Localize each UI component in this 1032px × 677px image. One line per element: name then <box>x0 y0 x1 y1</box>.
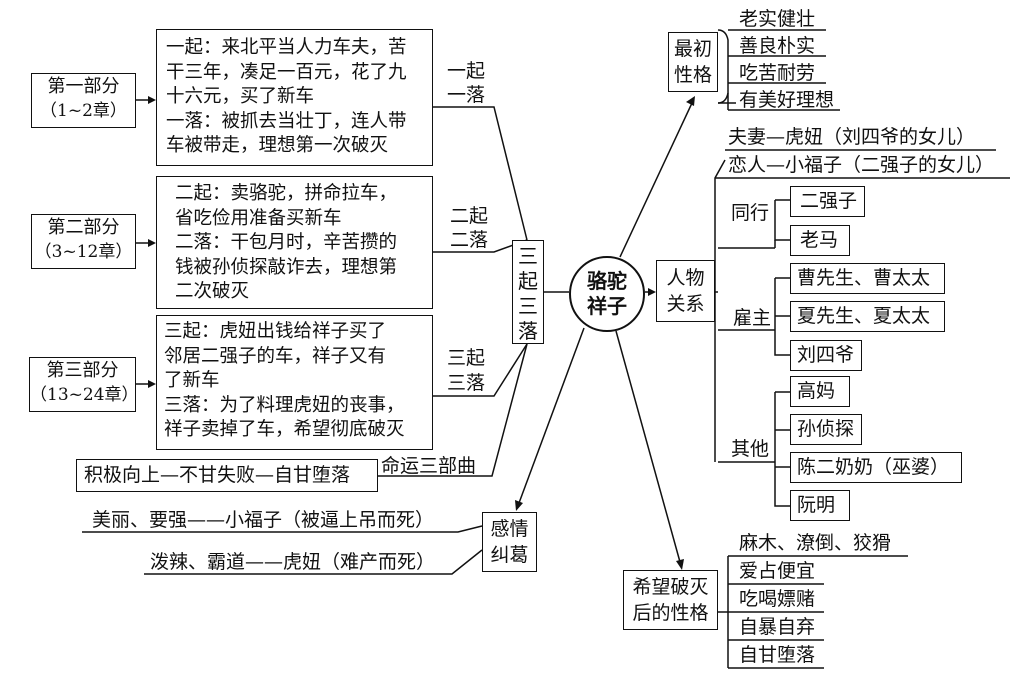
peers-label: 同行 <box>731 202 770 224</box>
emotion-item-xiaofuzi: 美丽、要强——小福子（被逼上吊而死） <box>92 509 435 531</box>
part-3-line: 了新车 <box>164 370 220 391</box>
part-3-line: 三起：虎妞出钱给祥子买了 <box>164 321 387 342</box>
after-trait: 爱占便宜 <box>739 560 816 582</box>
part-2-chapters: （3~12章） <box>34 242 133 262</box>
part-2-line: 二次破灭 <box>175 281 250 302</box>
part-3-line: 三落：为了料理虎妞的丧事， <box>164 394 405 416</box>
peer-box: 老马 <box>790 225 850 256</box>
part-2-line: 二落：干包月时，辛苦攒的 <box>175 232 398 253</box>
fate-box-text: 积极向上—不甘失败—自甘堕落 <box>84 464 351 486</box>
emotion-item-huniu: 泼辣、霸道——虎妞（难产而死） <box>150 551 436 573</box>
initial-trait: 有美好理想 <box>739 89 835 111</box>
part-1-label: 第一部分 （1~2章） <box>31 73 136 128</box>
part-1-rise-label: 一起 <box>447 60 486 82</box>
part-3-chapters: （13~24章） <box>30 385 139 405</box>
initial-character-label: 性格 <box>673 64 712 86</box>
other-name: 阮明 <box>797 494 836 516</box>
after-trait: 自甘堕落 <box>739 644 816 666</box>
part-1-detail: 一起：来北平当人力车夫，苦 干三年，凑足一百元，花了九 十六元，买了新车 一落：… <box>156 29 433 166</box>
emotion-box: 感情 纠葛 <box>482 512 537 572</box>
relation-wife: 夫妻—虎妞（刘四爷的女儿） <box>728 126 976 148</box>
employers-label: 雇主 <box>733 307 772 329</box>
initial-trait: 老实健壮 <box>739 8 816 30</box>
emotion-label: 感情 <box>490 518 529 540</box>
center-char: 起 <box>518 269 538 293</box>
part-3-fall-label: 三落 <box>447 372 486 394</box>
other-name: 高妈 <box>797 380 836 402</box>
part-2-line: 钱被孙侦探敲诈去，理想第 <box>175 256 398 278</box>
center-char: 落 <box>518 319 538 343</box>
employer-box: 刘四爷 <box>790 340 862 371</box>
employer-name: 曹先生、曹太太 <box>797 267 931 289</box>
after-character-label: 后的性格 <box>632 602 709 624</box>
others-label: 其他 <box>731 438 770 460</box>
center-char: 三 <box>518 244 538 268</box>
peer-name: 二强子 <box>800 190 858 212</box>
other-name: 陈二奶奶（巫婆） <box>797 456 950 478</box>
peer-name: 老马 <box>800 229 839 251</box>
initial-trait: 善良朴实 <box>739 35 816 57</box>
initial-trait: 吃苦耐劳 <box>739 62 816 84</box>
part-3-rise-label: 三起 <box>447 347 486 369</box>
other-box: 阮明 <box>790 490 850 521</box>
root-node: 骆驼 祥子 <box>569 256 645 332</box>
part-1-line: 一起：来北平当人力车夫，苦 <box>166 37 407 58</box>
part-1-line: 车被带走，理想第一次破灭 <box>166 135 389 156</box>
after-character-label: 希望破灭 <box>632 576 709 598</box>
employer-name: 夏先生、夏太太 <box>797 305 931 327</box>
part-2-fall-label: 二落 <box>450 229 489 251</box>
other-name: 孙侦探 <box>797 418 855 440</box>
employer-name: 刘四爷 <box>797 344 855 366</box>
after-character-box: 希望破灭 后的性格 <box>623 570 718 630</box>
part-2-title: 第二部分 <box>47 217 120 238</box>
fate-box: 积极向上—不甘失败—自甘堕落 <box>76 459 378 492</box>
part-2-line: 省吃俭用准备买新车 <box>175 207 342 229</box>
part-1-chapters: （1~2章） <box>40 101 127 121</box>
relationships-box: 人物 关系 <box>656 260 715 322</box>
part-1-line: 干三年，凑足一百元，花了九 <box>166 61 407 83</box>
peer-box: 二强子 <box>790 186 865 217</box>
part-1-title: 第一部分 <box>47 76 120 97</box>
other-box: 高妈 <box>790 376 850 407</box>
emotion-label: 纠葛 <box>490 544 529 566</box>
employer-box: 曹先生、曹太太 <box>790 263 945 294</box>
part-3-label: 第三部分 （13~24章） <box>29 357 139 412</box>
part-3-line: 祥子卖掉了车，希望彻底破灭 <box>164 419 405 440</box>
after-trait: 麻木、潦倒、狡猾 <box>739 532 892 554</box>
part-2-rise-label: 二起 <box>450 205 489 227</box>
fate-trilogy-label: 命运三部曲 <box>381 455 477 477</box>
root-title-line: 骆驼 <box>587 269 627 293</box>
other-box: 孙侦探 <box>790 414 862 445</box>
after-trait: 自暴自弃 <box>739 616 816 638</box>
other-box: 陈二奶奶（巫婆） <box>790 452 962 483</box>
relation-lover: 恋人—小福子（二强子的女儿） <box>728 154 995 176</box>
part-3-title: 第三部分 <box>46 360 119 381</box>
employer-box: 夏先生、夏太太 <box>790 301 945 332</box>
three-rises-three-falls: 三 起 三 落 <box>512 240 544 344</box>
center-char: 三 <box>518 294 538 318</box>
part-1-fall-label: 一落 <box>447 84 486 106</box>
root-title-line: 祥子 <box>587 294 627 318</box>
part-3-detail: 三起：虎妞出钱给祥子买了 邻居二强子的车，祥子又有 了新车 三落：为了料理虎妞的… <box>156 315 433 450</box>
part-1-line: 十六元，买了新车 <box>166 86 315 107</box>
part-3-line: 邻居二强子的车，祥子又有 <box>164 345 387 367</box>
relationships-label: 人物 <box>666 267 705 289</box>
part-2-label: 第二部分 （3~12章） <box>31 214 136 269</box>
after-trait: 吃喝嫖赌 <box>739 588 816 610</box>
initial-character-label: 最初 <box>673 38 712 60</box>
part-1-line: 一落：被抓去当壮丁，连人带 <box>166 110 407 132</box>
initial-character-box: 最初 性格 <box>668 32 718 92</box>
part-2-line: 二起：卖骆驼，拼命拉车， <box>175 183 398 204</box>
part-2-detail: 二起：卖骆驼，拼命拉车， 省吃俭用准备买新车 二落：干包月时，辛苦攒的 钱被孙侦… <box>156 176 433 309</box>
relationships-label: 关系 <box>666 293 705 315</box>
